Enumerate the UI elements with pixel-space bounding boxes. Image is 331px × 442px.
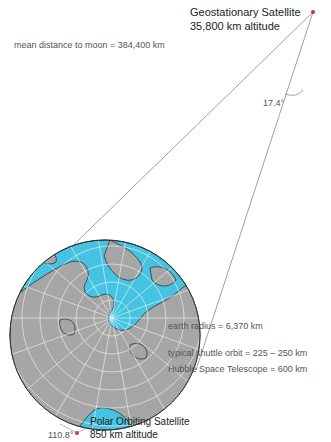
angle-label: 17.4° — [263, 98, 284, 109]
altitude-label: 35,800 km altitude — [190, 20, 280, 33]
angle-label: 110.8° — [48, 430, 73, 441]
satellite-name: Geostationary Satellite — [190, 6, 301, 19]
distance-note: mean distance to moon = 384,400 km — [14, 40, 165, 51]
radius-note: earth radius = 6,370 km — [168, 321, 263, 332]
orbit-note: Hubble Space Telescope = 600 km — [168, 364, 307, 375]
altitude-label: 850 km altitude — [90, 429, 158, 441]
satellite-name: Polar Orbiting Satellite — [90, 416, 190, 428]
orbit-note: typical shuttle orbit = 225 – 250 km — [168, 348, 307, 359]
